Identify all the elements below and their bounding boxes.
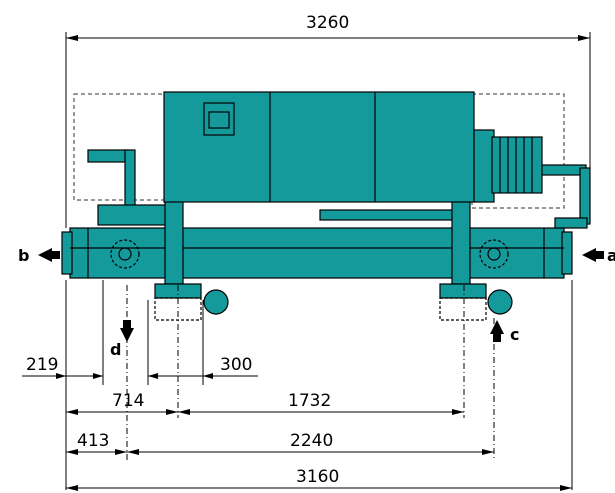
centre-lines: [126, 285, 495, 460]
label-d: d: [110, 340, 121, 359]
label-b: b: [18, 246, 29, 265]
support-post-left: [164, 199, 184, 285]
mounting-foot-left: [154, 283, 229, 321]
control-cabinet: [163, 91, 475, 203]
arrow-a: [582, 248, 604, 262]
dim-300: 300: [220, 355, 252, 375]
label-a: a: [607, 246, 615, 265]
arrow-b: [38, 248, 60, 262]
dim-1732: 1732: [288, 391, 331, 411]
dim-714: 714: [112, 391, 144, 411]
compressor: [473, 129, 543, 203]
mounting-foot-right: [439, 283, 513, 321]
dim-2240: 2240: [290, 431, 333, 451]
service-clearance-right: [471, 93, 565, 209]
dim-overall-length-top: 3260: [306, 13, 349, 33]
dimension-lines: [22, 35, 590, 491]
arrow-c: [490, 320, 504, 342]
service-clearance-left: [73, 93, 169, 201]
pump-right: [487, 289, 513, 315]
pump-left: [203, 289, 229, 315]
refrigerant-piping: [87, 149, 591, 229]
dim-413: 413: [77, 431, 109, 451]
water-connection-left: [110, 239, 140, 269]
arrow-d: [120, 320, 134, 342]
dim-overall-length-bottom: 3160: [296, 467, 339, 487]
condenser-shell: [61, 227, 573, 279]
dim-219: 219: [26, 355, 58, 375]
extension-lines: [65, 32, 591, 490]
label-c: c: [510, 325, 519, 344]
water-connection-right: [479, 239, 509, 269]
support-post-right: [451, 199, 471, 285]
